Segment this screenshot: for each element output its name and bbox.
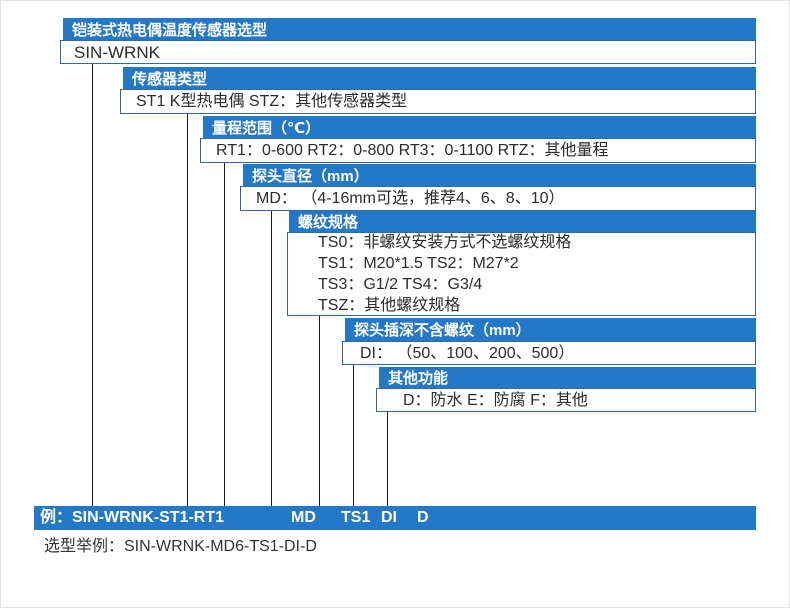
option-text: TS1：M20*1.5 TS2：M27*2 — [318, 255, 519, 272]
option-text: RT1：0-600 RT2：0-800 RT3：0-1100 RTZ：其他量程 — [216, 142, 609, 159]
option-text: TS0：非螺纹安装方式不选螺纹规格 — [318, 234, 572, 251]
section-header-insertion-depth: 探头插深不含螺纹（mm） — [345, 318, 756, 341]
connector-line-other-functions — [387, 412, 388, 508]
example-token-d: D — [417, 509, 429, 526]
example-token-di: DI — [381, 509, 397, 526]
option-text: DI： （50、100、200、500） — [360, 344, 575, 362]
section-row-insertion-depth: DI： （50、100、200、500） — [342, 341, 756, 365]
example-note: 选型举例：SIN-WRNK-MD6-TS1-DI-D — [44, 538, 317, 555]
section-row-probe-diameter: MD： （4-16mm可选，推荐4、6、8、10） — [240, 186, 756, 211]
option-text: TS3：G1/2 TS4：G3/4 — [318, 276, 483, 293]
section-row-other-functions: D：防水 E：防腐 F：其他 — [376, 388, 756, 412]
section-header-range: 量程范围（℃） — [203, 116, 756, 138]
example-token-md: MD — [291, 509, 316, 526]
example-token-ts1: TS1 — [341, 509, 371, 526]
diagram-title-bar: 铠装式热电偶温度传感器选型 — [63, 18, 756, 40]
connector-line-sensor-type — [187, 114, 188, 508]
option-text: D：防水 E：防腐 F：其他 — [403, 391, 588, 409]
section-row-thread-spec: TS0：非螺纹安装方式不选螺纹规格 TS1：M20*1.5 TS2：M27*2 … — [287, 232, 756, 316]
section-row-sensor-type: ST1 K型热电偶 STZ：其他传感器类型 — [120, 89, 756, 114]
model-code-row: SIN-WRNK — [60, 40, 756, 64]
connector-line-thread-spec — [319, 316, 320, 508]
option-text: MD： （4-16mm可选，推荐4、6、8、10） — [256, 190, 565, 207]
connector-line-model — [92, 64, 93, 508]
connector-line-insertion-depth — [353, 365, 354, 508]
section-header-probe-diameter: 探头直径（mm） — [243, 164, 756, 186]
example-prefix: 例：SIN-WRNK-ST1-RT1 — [40, 509, 224, 526]
option-text: TSZ：其他螺纹规格 — [318, 297, 461, 314]
section-row-range: RT1：0-600 RT2：0-800 RT3：0-1100 RTZ：其他量程 — [200, 138, 756, 163]
option-text: ST1 K型热电偶 STZ：其他传感器类型 — [136, 93, 408, 110]
section-header-other-functions: 其他功能 — [379, 367, 756, 388]
section-header-thread-spec: 螺纹规格 — [289, 211, 756, 232]
connector-line-range — [224, 163, 225, 508]
model-code-text: SIN-WRNK — [74, 42, 160, 62]
example-code-bar: 例：SIN-WRNK-ST1-RT1 MD TS1 DI D — [34, 506, 756, 530]
connector-line-probe-diameter — [271, 211, 272, 508]
section-header-sensor-type: 传感器类型 — [123, 67, 756, 89]
